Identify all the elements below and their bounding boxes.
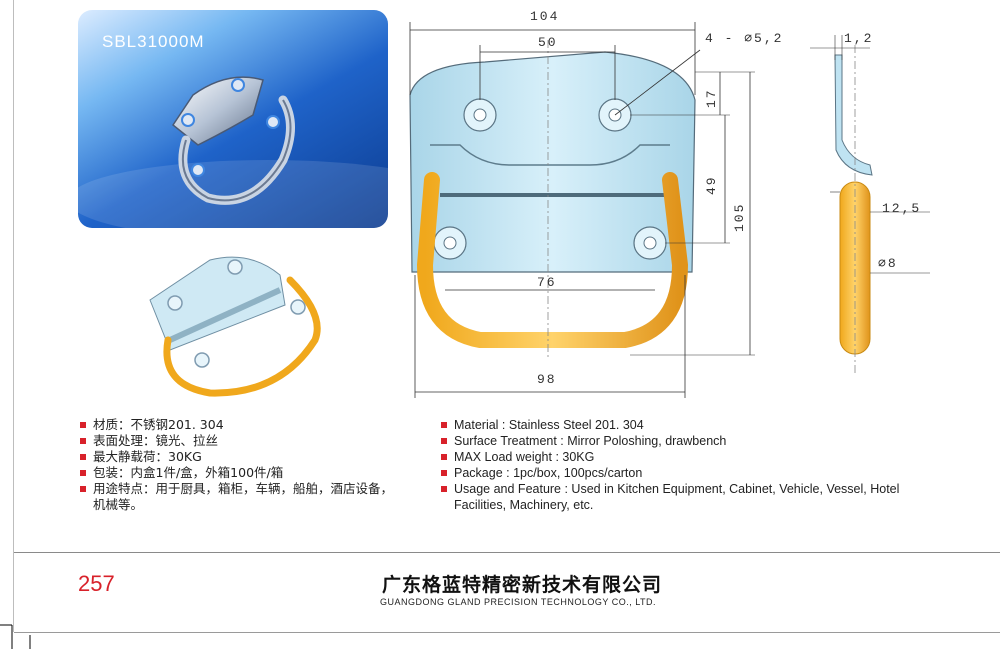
company-name-chinese: 广东格蓝特精密新技术有限公司 bbox=[382, 574, 663, 596]
spec-item-material-en: Material : Stainless Steel 201. 304 bbox=[441, 417, 901, 433]
spec-item-surface-cn: 表面处理：镜光、拉丝 bbox=[80, 433, 400, 449]
dim-thickness: 1,2 bbox=[844, 31, 873, 46]
drawing-graphic: 104 50 4 - ∅5,2 1,2 17 49 105 76 98 12,5… bbox=[409, 9, 930, 398]
dim-holes: 4 - ∅5,2 bbox=[705, 31, 783, 46]
page-number: 257 bbox=[78, 571, 115, 596]
spec-item-usage-cn: 用途特点：用于厨具，箱柜，车辆，船舶，酒店设备，机械等。 bbox=[80, 481, 400, 513]
left-margin-rule bbox=[13, 0, 14, 632]
dim-top-to-hole: 17 bbox=[704, 88, 719, 108]
spec-item-load-cn: 最大静载荷：30KG bbox=[80, 449, 400, 465]
spec-item-usage-en: Usage and Feature : Used in Kitchen Equi… bbox=[441, 481, 901, 513]
dim-overall-height: 105 bbox=[732, 203, 747, 232]
dim-handle-offset: 12,5 bbox=[882, 201, 921, 216]
product-photo: SBL31000M bbox=[78, 10, 388, 228]
spec-item-package-cn: 包装：内盒1件/盒，外箱100件/箱 bbox=[80, 465, 400, 481]
dim-hole-spacing-vertical: 49 bbox=[704, 175, 719, 195]
dim-overall-width: 104 bbox=[530, 9, 559, 24]
company-name-english: GUANGDONG GLAND PRECISION TECHNOLOGY CO.… bbox=[380, 597, 657, 607]
spec-list-english: Material : Stainless Steel 201. 304 Surf… bbox=[441, 417, 901, 513]
handle-photo-graphic bbox=[78, 76, 388, 228]
spec-item-package-en: Package : 1pc/box, 100pcs/carton bbox=[441, 465, 901, 481]
spec-item-material-cn: 材质：不锈钢201. 304 bbox=[80, 417, 400, 433]
model-number: SBL31000M bbox=[102, 32, 205, 51]
spec-list-chinese: 材质：不锈钢201. 304 表面处理：镜光、拉丝 最大静载荷：30KG 包装：… bbox=[80, 417, 400, 513]
spec-item-load-en: MAX Load weight : 30KG bbox=[441, 449, 901, 465]
technical-drawing: 104 50 4 - ∅5,2 1,2 17 49 105 76 98 12,5… bbox=[400, 0, 1000, 400]
dim-handle-inner-width: 76 bbox=[537, 275, 557, 290]
footer-divider bbox=[14, 552, 1000, 553]
spec-item-surface-en: Surface Treatment : Mirror Poloshing, dr… bbox=[441, 433, 901, 449]
dim-wire-diameter: ∅8 bbox=[878, 256, 898, 271]
render-graphic bbox=[149, 256, 321, 397]
dim-base-width: 98 bbox=[537, 372, 557, 387]
handle-3d-render bbox=[130, 245, 350, 405]
dim-hole-spacing-top: 50 bbox=[538, 35, 558, 50]
bottom-divider bbox=[14, 632, 1000, 633]
crop-marks bbox=[0, 624, 31, 649]
